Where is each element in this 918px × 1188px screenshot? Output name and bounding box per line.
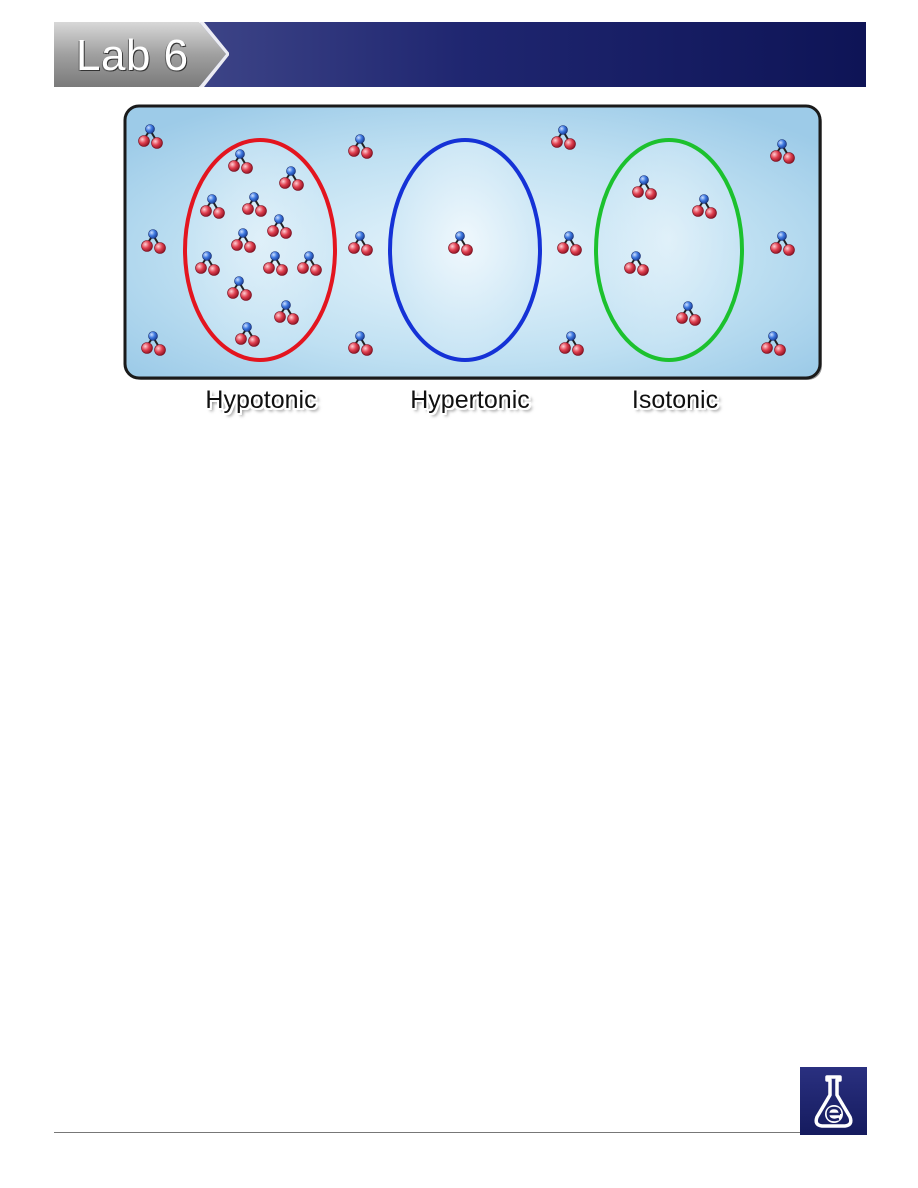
footer-divider bbox=[54, 1132, 800, 1133]
isotonic-cell bbox=[594, 138, 744, 362]
label-isotonic: Isotonic bbox=[631, 386, 719, 414]
lab-tab bbox=[54, 22, 229, 87]
header-bar bbox=[200, 22, 866, 87]
label-hypotonic: Hypotonic bbox=[205, 386, 317, 414]
page-title: Lab 6 bbox=[76, 31, 189, 80]
osmosis-diagram bbox=[123, 104, 822, 380]
logo bbox=[800, 1067, 867, 1135]
label-hypertonic: Hypertonic bbox=[410, 386, 530, 414]
hypotonic-cell bbox=[183, 138, 337, 362]
flask-icon bbox=[814, 1075, 853, 1128]
